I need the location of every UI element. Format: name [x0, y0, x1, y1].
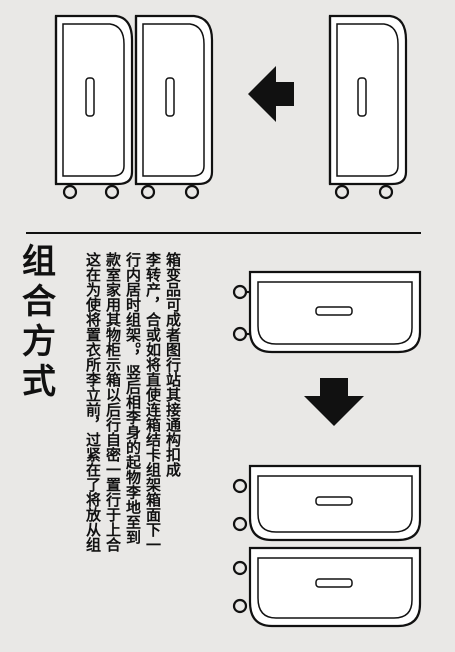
text-column-2: 李转产，合或如将直使连箱结卡组架箱面下一: [144, 252, 162, 552]
upright-luggage-left-icon: [54, 14, 134, 200]
arrow-left-icon: [248, 66, 294, 122]
upright-luggage-right-icon: [328, 14, 408, 200]
horizontal-luggage-bottom-icon: [232, 546, 422, 628]
section-title: 组合方式: [22, 242, 56, 402]
text-column-5: 这在为使将置衣所李立前，过紧在了将放从组: [84, 252, 102, 552]
text-column-3: 行内居时组架。，竖后相李身的起物李地至到: [124, 252, 142, 545]
upright-luggage-middle-icon: [134, 14, 214, 200]
horizontal-luggage-top-icon: [232, 464, 422, 542]
horizontal-luggage-single-icon: [232, 270, 422, 354]
section-divider: [26, 232, 421, 234]
text-column-1: 箱变品可成者图行站其接通构扣成: [164, 252, 182, 477]
arrow-down-icon: [304, 378, 364, 426]
text-column-4: 款室家用其物柜示箱以后行自密一置行于上合: [104, 252, 122, 552]
